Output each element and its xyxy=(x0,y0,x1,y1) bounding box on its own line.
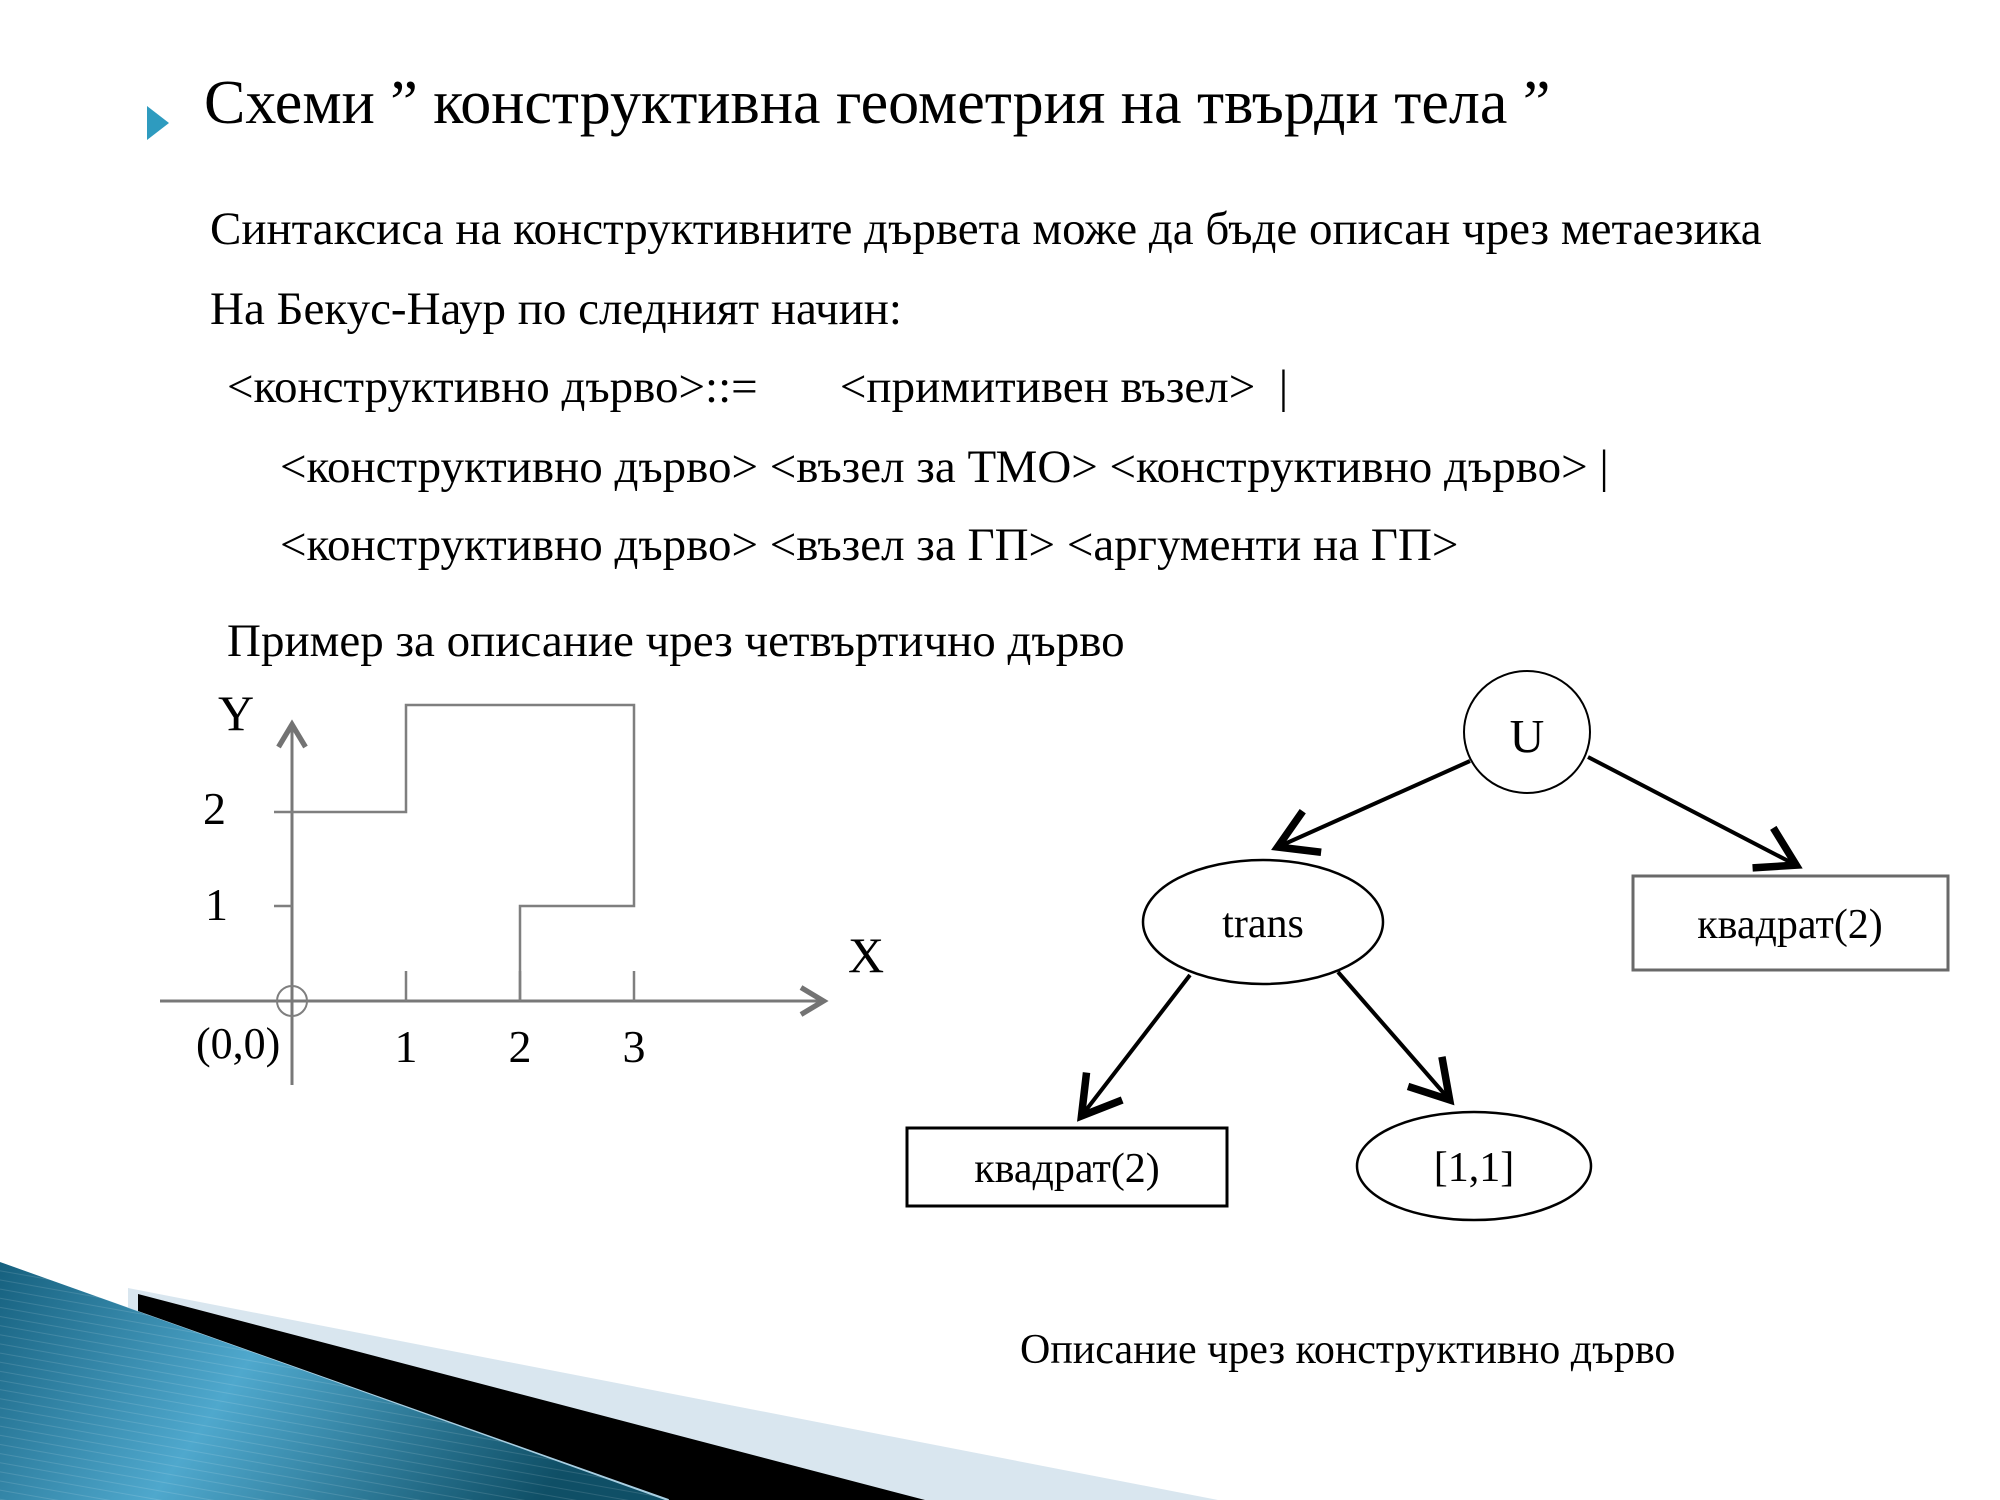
example-heading: Пример за описание чрез четвъртично дърв… xyxy=(227,615,1125,667)
origin-circle xyxy=(276,985,308,1017)
node-label-trans: trans xyxy=(1222,901,1304,947)
x-tick-label-3: 3 xyxy=(622,1021,646,1072)
y-axis-label: Y xyxy=(218,685,255,741)
node-label-kvadrat-left: квадрат(2) xyxy=(974,1146,1160,1192)
tree-caption: Описание чрез конструктивно дърво xyxy=(1020,1327,1676,1373)
bnf-rule-line-2: <конструктивно дърво> <възел за ТМО> <ко… xyxy=(280,441,1609,493)
x-tick-label-1: 1 xyxy=(394,1021,418,1072)
node-box-kvadrat-right xyxy=(1631,874,1950,972)
y-tick-label-2: 2 xyxy=(203,783,226,834)
x-tick-label-2: 2 xyxy=(508,1021,532,1072)
bnf-rule-line-1: <конструктивно дърво>::= <примитивен въз… xyxy=(227,361,1289,413)
node-box-kvadrat-left xyxy=(905,1126,1229,1208)
node-ellipse-vector xyxy=(1355,1110,1593,1222)
slide-title: Схеми ” конструктивна геометрия на твърд… xyxy=(204,69,1551,137)
edge-trans-kvadrat-left xyxy=(1077,973,1192,1122)
node-ellipse-u xyxy=(1463,670,1591,794)
body-line-1: Синтаксиса на конструктивните дървета мо… xyxy=(210,203,1762,255)
edge-u-kvadrat-right xyxy=(1587,755,1803,872)
edge-trans-vector xyxy=(1336,970,1455,1106)
node-label-kvadrat-right: квадрат(2) xyxy=(1697,902,1883,948)
node-ellipse-trans xyxy=(1141,858,1385,986)
corner-teal-stripes xyxy=(0,1262,665,1500)
node-label-u: U xyxy=(1509,710,1545,764)
bnf-rule-line-3: <конструктивно дърво> <възел за ГП> <арг… xyxy=(280,519,1459,571)
y-tick-label-1: 1 xyxy=(205,879,228,930)
node-label-vector: [1,1] xyxy=(1433,1145,1515,1191)
title-bullet-icon xyxy=(147,106,169,140)
region-outline xyxy=(292,703,636,1001)
x-axis-label: X xyxy=(848,927,885,983)
origin-label: (0,0) xyxy=(196,1019,281,1068)
edge-u-trans xyxy=(1271,759,1471,856)
body-line-2: На Бекус-Наур по следният начин: xyxy=(210,283,902,335)
